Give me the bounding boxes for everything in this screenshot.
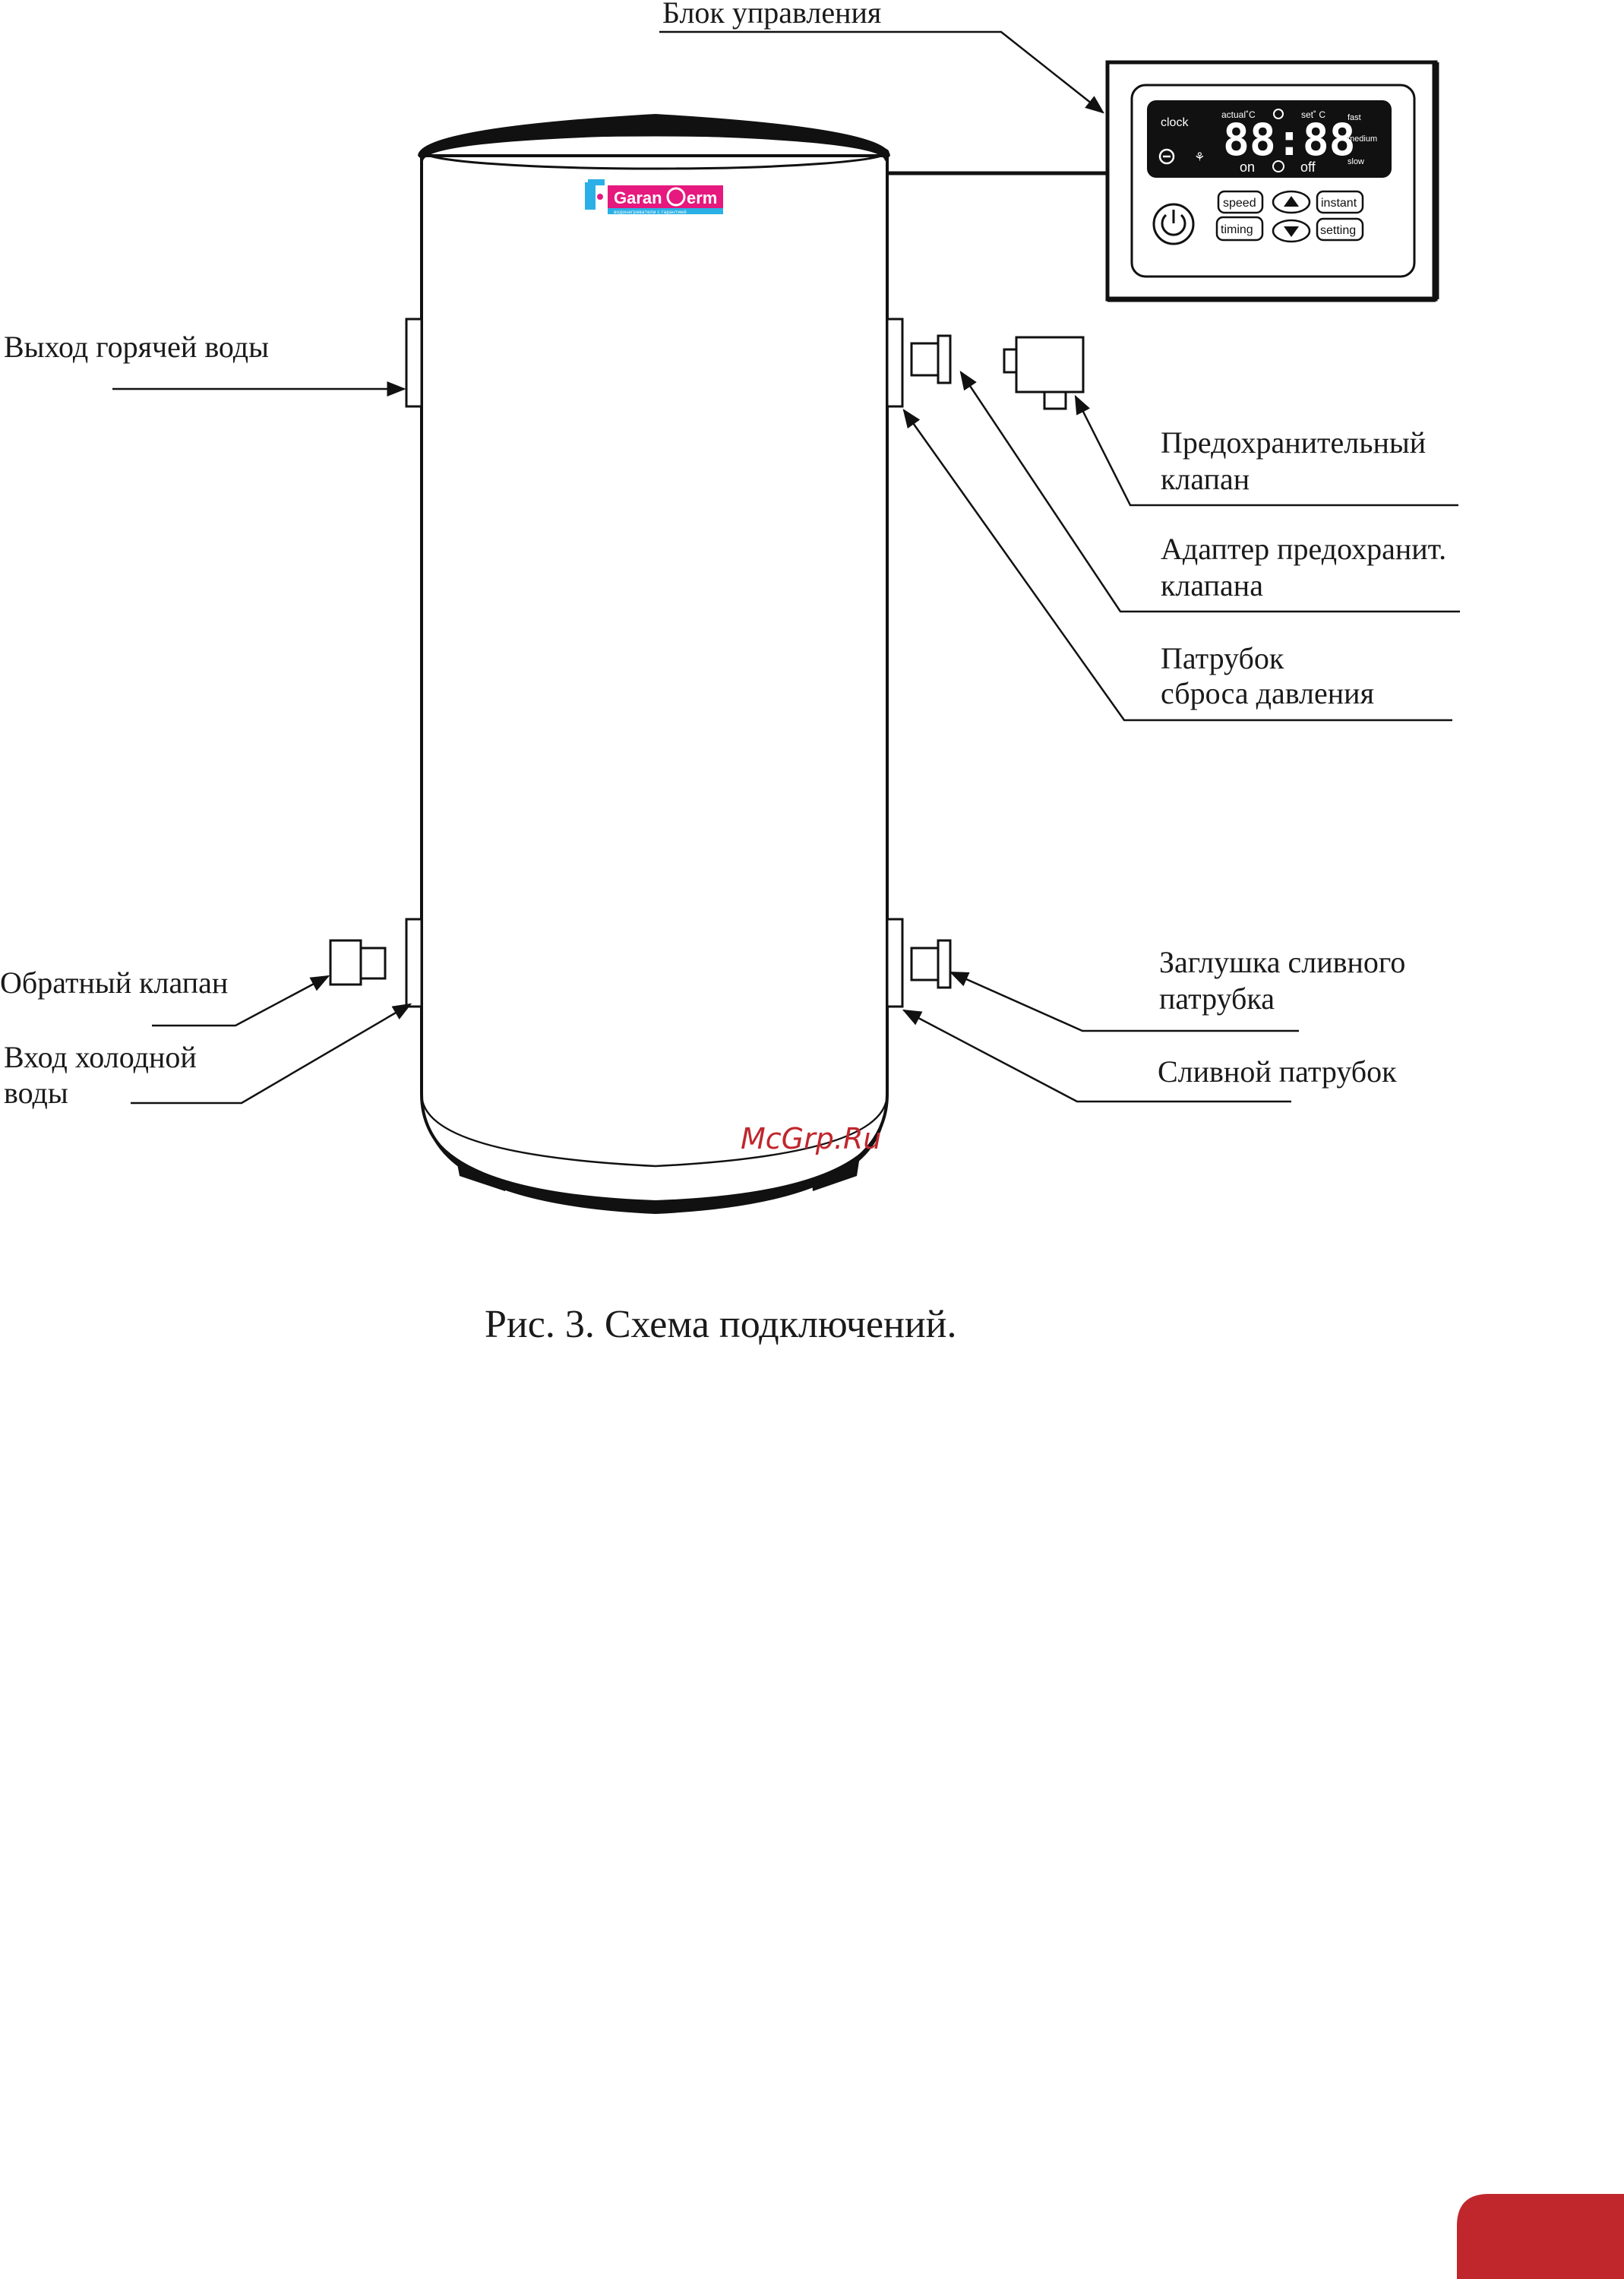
tank-top-cap [418,114,890,161]
display-on: on [1240,160,1255,175]
page-corner-tab [1457,2194,1624,2279]
label-pressure-pipe-2: сброса давления [1161,676,1374,710]
display-set: set˚ C [1301,109,1325,120]
down-arrow-button[interactable] [1272,219,1311,243]
cold-water-inlet-fitting [405,918,423,1008]
drain-plug [910,939,952,989]
speed-button[interactable]: speed [1217,190,1264,214]
drain-pipe-fitting [886,918,904,1008]
power-indicator-icon [1273,109,1284,119]
label-check-valve: Обратный клапан [0,966,228,1000]
label-drain-plug-2: патрубка [1159,981,1275,1016]
figure-caption: Рис. 3. Схема подключений. [485,1303,957,1346]
label-pressure-pipe-1: Патрубок [1161,641,1284,675]
setting-label: setting [1320,224,1356,237]
control-display [1147,100,1392,178]
setting-button[interactable]: setting [1316,217,1364,242]
power-button[interactable] [1152,203,1195,245]
safety-valve [1003,336,1085,410]
instant-button[interactable]: instant [1316,190,1364,214]
watermark: McGrp.Ru [741,1122,881,1155]
control-unit: clock actual˚C set˚ C fast medium slow ⚘… [887,60,1439,302]
logo-text: Garan [614,188,662,207]
label-cold-water-inlet-2: воды [4,1076,68,1110]
label-safety-valve-2: клапан [1161,462,1250,496]
label-control-unit: Блок управления [662,0,881,30]
label-safety-valve-1: Предохранительный [1161,425,1426,460]
label-drain-plug-1: Заглушка сливного [1159,945,1405,979]
speed-label: speed [1223,197,1256,210]
timing-button[interactable]: timing [1215,216,1264,242]
fittings [329,318,1085,1008]
display-fast: fast [1348,113,1361,122]
display-off: off [1300,160,1316,175]
label-valve-adapter-2: клапана [1161,568,1263,602]
display-medium: medium [1348,134,1377,144]
up-arrow-button[interactable] [1272,190,1311,214]
garantherm-logo: Garan erm водонагреватели с гарантией [585,179,723,215]
display-clock: clock [1161,116,1189,129]
leader-lines [112,30,1460,1105]
check-valve [329,939,387,986]
display-actual: actual˚C [1221,109,1256,120]
pressure-relief-pipe [886,318,904,408]
label-cold-water-inlet-1: Вход холодной [4,1040,197,1074]
logo-text-2: erm [687,188,717,207]
valve-adapter [910,334,952,384]
logo-tagline: водонагреватели с гарантией [614,210,687,215]
shower-icon: ⚘ [1194,151,1205,164]
arrow-down-icon [1284,226,1299,237]
display-digits: 88:88 [1223,114,1356,166]
label-drain-pipe: Сливной патрубок [1158,1054,1397,1089]
water-heater-tank [418,114,890,1214]
labels: Блок управления Выход горячей воды Предо… [0,0,1446,1110]
timing-label: timing [1221,223,1253,236]
hot-water-outlet-fitting [405,318,423,408]
arrow-up-icon [1284,196,1299,207]
instant-label: instant [1321,197,1357,210]
label-hot-water-outlet: Выход горячей воды [4,330,269,364]
timer-icon [1272,160,1284,172]
label-valve-adapter-1: Адаптер предохранит. [1161,532,1446,566]
display-slow: slow [1348,157,1364,166]
minus-icon [1158,148,1175,165]
